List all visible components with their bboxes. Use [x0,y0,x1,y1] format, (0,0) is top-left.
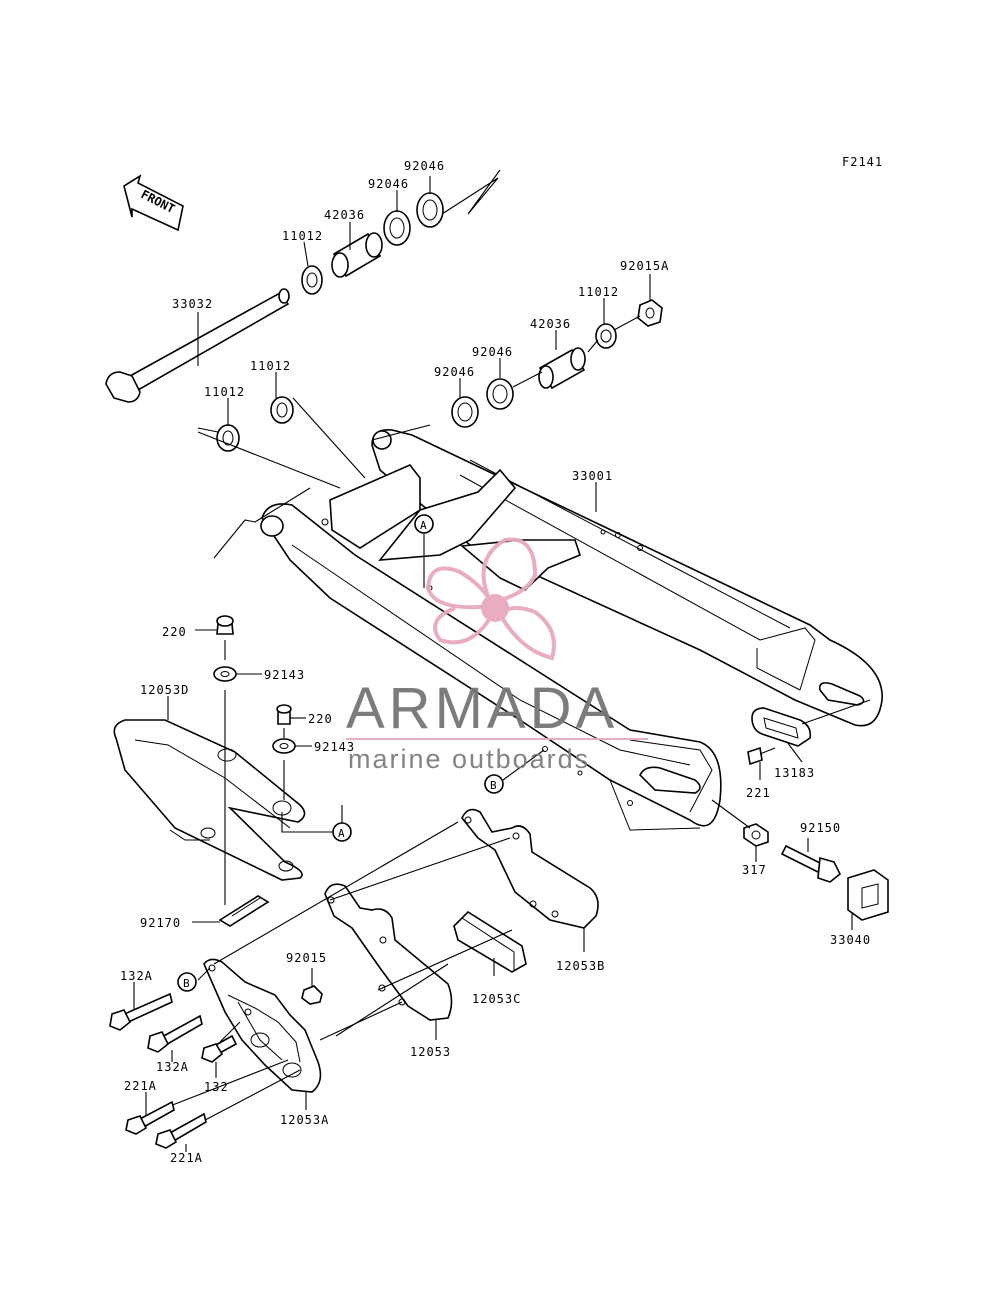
nut-317 [743,823,769,862]
label-11012-m: 11012 [250,359,291,373]
propeller-logo-icon [425,537,556,661]
washer-92143-lower [272,738,312,754]
label-12053D: 12053D [140,683,189,697]
svg-text:B: B [490,779,497,792]
label-221A-1: 221A [124,1079,157,1093]
label-33032: 33032 [172,297,213,311]
label-12053B: 12053B [556,959,605,973]
bolt-221A-lower [155,1112,207,1152]
slider-assembly-lines [169,821,513,1129]
lower-bearing-stack [216,299,663,452]
label-33001: 33001 [572,469,613,483]
pivot-shaft-33032 [105,288,290,403]
screw-220-upper [195,615,234,635]
label-92046-2: 92046 [368,177,409,191]
label-11012-top: 11012 [282,229,323,243]
plate-12053 [324,883,453,1040]
block-33040 [847,869,889,930]
swingarm-33001 [260,428,883,831]
nut-92015 [301,968,323,1005]
label-132: 132 [204,1080,229,1094]
watermark-tagline: marine outboards [348,744,590,774]
label-42036-top: 42036 [324,208,365,222]
label-220-b: 220 [308,712,333,726]
figure-code: F2141 [842,155,883,169]
label-221: 221 [746,786,771,800]
bolt-221A-upper [125,1092,175,1135]
label-92046-r1: 92046 [472,345,513,359]
label-132A-1: 132A [120,969,153,983]
screw-221 [747,746,776,780]
watermark-divider [346,738,648,740]
label-92015: 92015 [286,951,327,965]
svg-text:A: A [420,519,427,532]
svg-text:B: B [183,977,190,990]
label-12053A: 12053A [280,1113,329,1127]
label-92046-top: 92046 [404,159,445,173]
bolt-92150 [780,838,842,883]
bolt-132A-lower [147,1014,203,1062]
leader-lines [167,176,651,720]
slider-12053B [461,808,599,952]
part-labels: 92046 92046 42036 11012 33032 92015A 110… [120,159,871,1165]
label-92143-b: 92143 [314,740,355,754]
label-132A-2: 132A [156,1060,189,1074]
svg-text:A: A [338,827,345,840]
plate-13183 [751,707,812,763]
watermark-brand: ARMADA [346,676,618,741]
watermark: ARMADA marine outboards [346,537,648,774]
screw-220-lower [276,704,306,725]
band-92170 [192,895,270,927]
bolt-132 [201,1034,238,1078]
label-92046-r2: 92046 [434,365,475,379]
assembly-lines [197,169,641,559]
label-92150: 92150 [800,821,841,835]
label-11012-l: 11012 [204,385,245,399]
label-221A-2: 221A [170,1151,203,1165]
callout-a-bottom: A [332,822,352,842]
callout-a-top: A [414,514,434,588]
label-13183: 13183 [774,766,815,780]
label-92170: 92170 [140,916,181,930]
label-220-a: 220 [162,625,187,639]
label-317: 317 [742,863,767,877]
front-arrow-icon: FRONT [123,174,184,232]
upper-bearing-stack [301,192,444,295]
label-12053: 12053 [410,1045,451,1059]
guide-12053C [453,910,527,976]
label-12053C: 12053C [472,992,521,1006]
label-92015A: 92015A [620,259,669,273]
callout-b-left: B [177,972,197,992]
guard-12053A [203,958,322,1110]
bolt-132A-upper [109,982,173,1031]
chain-case-12053D [113,719,306,881]
label-33040: 33040 [830,933,871,947]
label-42036-r: 42036 [530,317,571,331]
callout-b-right: B [484,749,545,794]
label-11012-r: 11012 [578,285,619,299]
label-92143-a: 92143 [264,668,305,682]
washer-92143-upper [213,666,262,682]
